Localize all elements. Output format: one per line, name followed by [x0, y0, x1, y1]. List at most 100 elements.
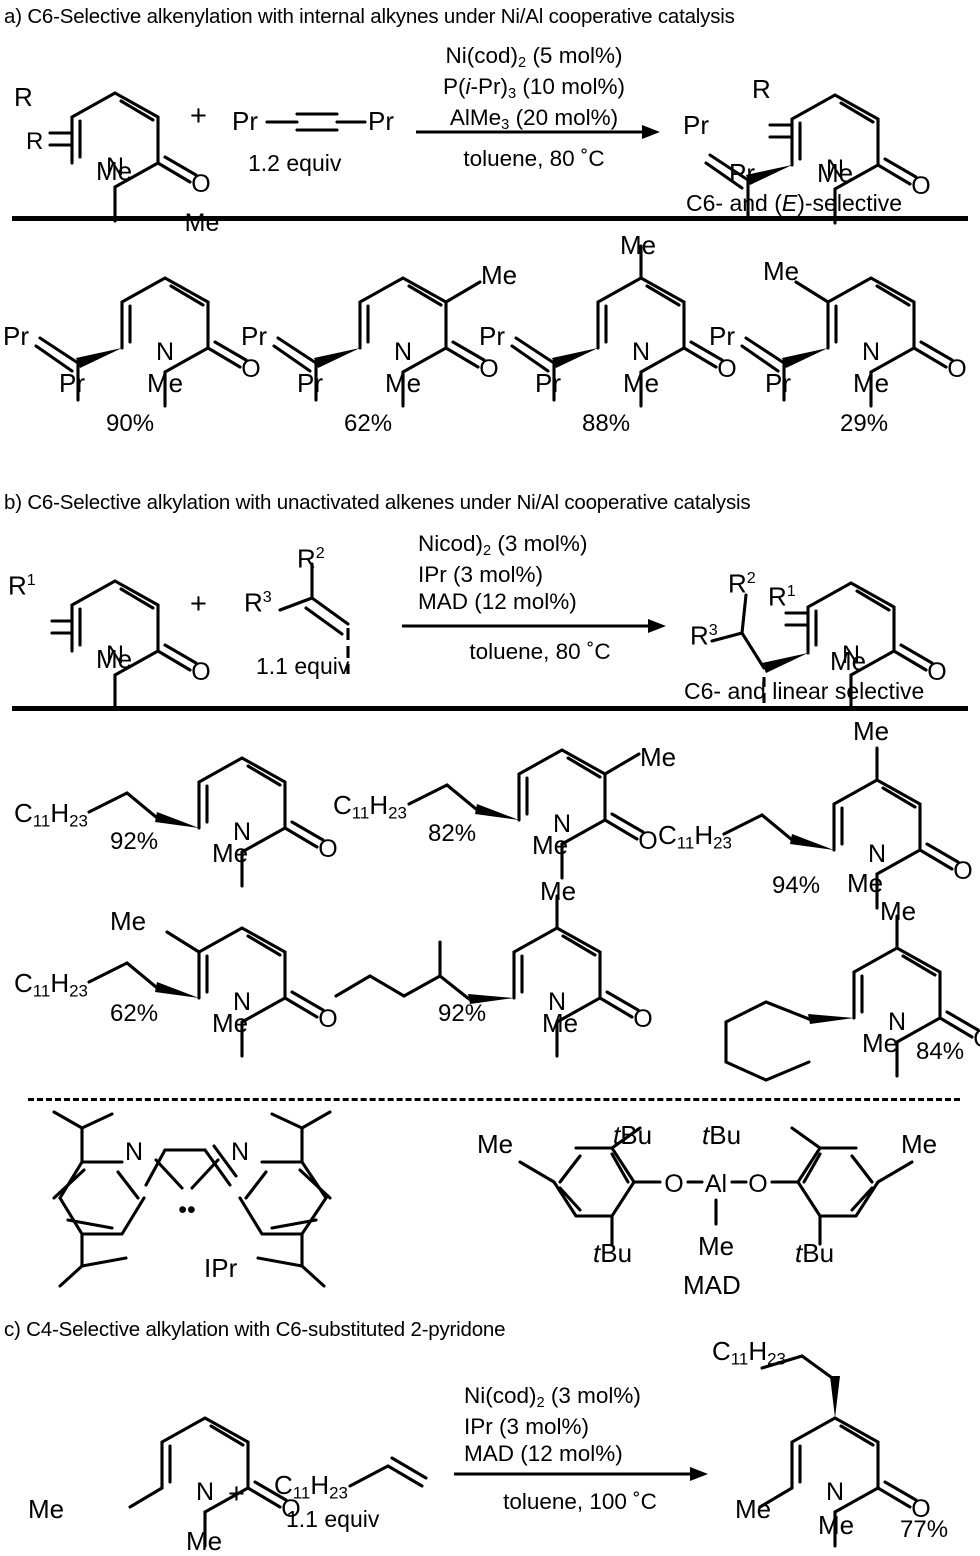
panel-b-product-3: N O [722, 746, 973, 910]
mad-al-methyl-label: Me [698, 1231, 735, 1261]
svg-text:O: O [947, 355, 966, 383]
panel-a-alkyne [265, 112, 367, 132]
svg-text:N: N [196, 1478, 214, 1506]
panel-a-product-4-ring-methyl: Me [763, 256, 800, 286]
panel-b-plus: + [190, 588, 207, 620]
svg-text:N: N [233, 818, 251, 846]
panel-b-product-3-ring-methyl: Me [853, 716, 890, 746]
panel-b-product-6-nmethyl: Me [862, 1028, 899, 1058]
panel-c-conditions-below: toluene, 100 ˚C [503, 1489, 657, 1514]
panel-a-product-1-left-label: Pr [3, 321, 29, 351]
panel-a-conditions-below: toluene, 80 ˚C [463, 146, 605, 171]
panel-a-product-vinyl-down: Pr [729, 158, 755, 188]
svg-text:N: N [888, 1008, 906, 1036]
svg-text:O: O [953, 857, 972, 885]
svg-text:N: N [156, 338, 174, 366]
panel-b-product: N O [710, 581, 947, 711]
panel-c-substrate-c6-methyl: Me [28, 1494, 65, 1524]
panel-b-product-r1-label: R1 [768, 581, 796, 612]
panel-b-substrate: N O [50, 579, 211, 711]
panel-c-product-c6-methyl: Me [735, 1494, 772, 1524]
svg-text:N: N [394, 338, 412, 366]
panel-b-product-4: N O [87, 926, 338, 1058]
svg-text:Al: Al [705, 1170, 727, 1198]
panel-a-product-4-nmethyl: Me [853, 368, 890, 398]
svg-text:O: O [664, 1170, 683, 1198]
panel-c-title: c) C4-Selective alkylation with C6-subst… [4, 1318, 506, 1341]
svg-text:N: N [106, 153, 124, 181]
svg-text:O: O [973, 1025, 980, 1053]
panel-b-product-6: N O [724, 914, 980, 1082]
panel-b-product-3-chain: C11H23 [658, 820, 732, 853]
panel-a-product-nmethyl: Me [817, 158, 854, 188]
panel-b-product-2-yield: 82% [428, 820, 477, 847]
panel-a-product-4: N O [740, 276, 967, 408]
panel-a-product-2-left-label: Pr [241, 321, 267, 351]
panel-b-product-4-nmethyl: Me [212, 1008, 249, 1038]
svg-text:O: O [241, 355, 260, 383]
svg-text:N: N [106, 641, 124, 669]
panel-a-product-3-down-label: Pr [535, 368, 561, 398]
panel-b-alkene [278, 562, 350, 674]
svg-text:O: O [191, 170, 210, 198]
panel-b-product-2-ring-methyl: Me [640, 742, 677, 772]
mad-ligand-structure: O Al O [518, 1126, 914, 1246]
panel-a-selectivity: C6- and (E)-selective [686, 190, 903, 216]
panel-a-product-1-nmethyl: Me [147, 368, 184, 398]
panel-a-product-2-nmethyl: Me [385, 368, 422, 398]
panel-a-conditions-above: Ni(cod)2 (5 mol%) P(i-Pr)3 (10 mol%) AlM… [443, 43, 625, 133]
svg-text:Me: Me [185, 209, 220, 237]
svg-text:N: N [233, 988, 251, 1016]
svg-text:N: N [553, 810, 571, 838]
svg-text:O: O [638, 827, 657, 855]
panel-b-title: b) C6-Selective alkylation with unactiva… [4, 491, 751, 514]
panel-a-product-1-down-label: Pr [59, 368, 85, 398]
panel-a-reaction-arrow [416, 125, 660, 139]
panel-b-product-2-nmethyl: Me [532, 830, 569, 860]
svg-text:N: N [231, 1138, 249, 1166]
panel-a-product-3-nmethyl: Me [623, 368, 660, 398]
svg-text:O: O [281, 1495, 300, 1523]
svg-text:••: •• [178, 1196, 196, 1224]
panel-b-equiv: 1.1 equiv [256, 653, 350, 679]
panel-a-substrate-r-label: R [14, 82, 33, 112]
panel-a-divider [12, 216, 968, 221]
panel-c-product-nmethyl: Me [818, 1510, 855, 1540]
panel-a-product-1-yield: 90% [106, 410, 155, 437]
panel-b-product-2-chain: C11H23 [333, 790, 407, 823]
svg-text:R: R [26, 128, 43, 155]
panel-b-product-1-chain: C11H23 [14, 798, 88, 831]
panel-a-product-2-yield: 62% [344, 410, 393, 437]
panel-a-product-3-yield: 88% [582, 410, 631, 437]
svg-text:O: O [318, 835, 337, 863]
svg-text:O: O [717, 355, 736, 383]
ipr-ligand-structure: N N •• [52, 1110, 332, 1288]
panel-c-reaction-arrow [454, 1467, 708, 1481]
svg-text:O: O [191, 658, 210, 686]
panel-a-product-2-down-label: Pr [297, 368, 323, 398]
panel-a-product-4-left-label: Pr [709, 321, 735, 351]
panel-c-alkene-chain: C11H23 [274, 1470, 348, 1503]
panel-b-substrate-nmethyl: Me [96, 644, 133, 674]
panel-b-conditions-below: toluene, 80 ˚C [469, 639, 611, 664]
svg-text:N: N [826, 155, 844, 183]
svg-text:O: O [318, 1005, 337, 1033]
panel-b-product-1: N O [87, 756, 338, 888]
mad-ligand-label: MAD [683, 1270, 741, 1300]
panel-c-plus: + [228, 1478, 245, 1510]
svg-text:O: O [911, 1495, 930, 1523]
panel-b-product-5-nmethyl: Me [542, 1008, 579, 1038]
svg-text:O: O [633, 1005, 652, 1033]
panel-b-product-5: N O [334, 894, 653, 1058]
svg-text:N: N [842, 641, 860, 669]
panel-b-substrate-r1-label: R1 [8, 570, 36, 601]
panel-c-alkene [348, 1456, 428, 1488]
panel-a-plus: + [190, 100, 207, 132]
mad-label-me-left: Me [477, 1129, 514, 1159]
panel-a-product: N O [704, 93, 931, 225]
panel-a-alkyne-right-label: Pr [368, 106, 394, 136]
mad-label-tbu-topright: tBu [702, 1120, 742, 1150]
svg-text:O: O [927, 658, 946, 686]
panel-b-reaction-arrow [402, 619, 666, 633]
